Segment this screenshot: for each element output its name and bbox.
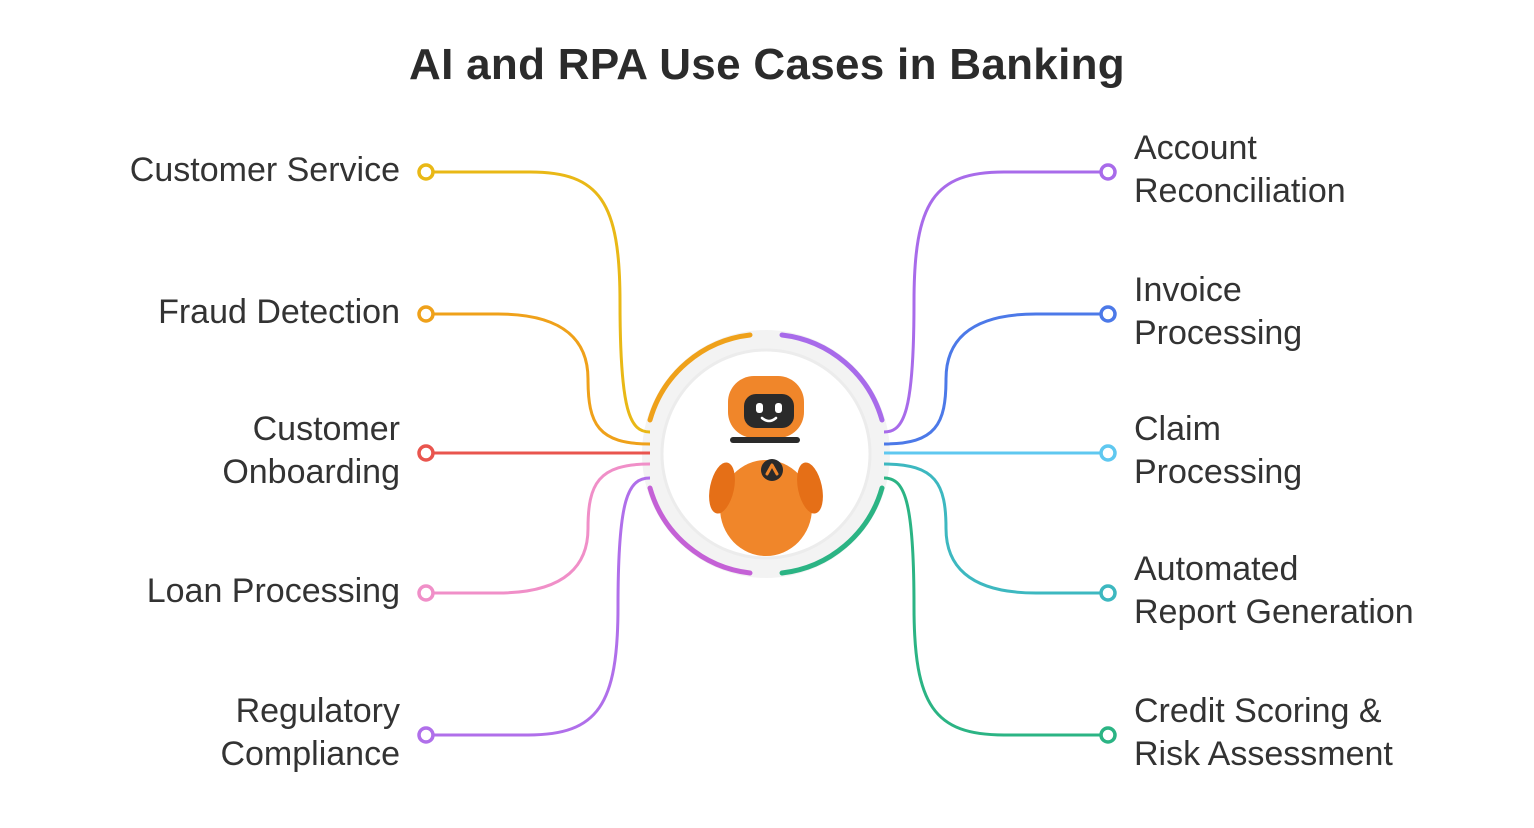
right-item-line: Automated	[1134, 550, 1299, 588]
left-node-dot-1	[417, 305, 435, 323]
right-item-line: Report Generation	[1134, 593, 1414, 631]
hub-arc-green	[779, 485, 885, 576]
right-node-dot-0	[1099, 163, 1117, 181]
right-node-dot-2	[1099, 444, 1117, 462]
left-node-dot-2	[417, 444, 435, 462]
right-item-line: Credit Scoring &	[1134, 692, 1382, 730]
left-item-line: Regulatory	[235, 692, 400, 730]
left-node-dot-4	[417, 726, 435, 744]
left-item-line: Customer Service	[129, 150, 400, 189]
right-connector-4	[883, 476, 1108, 737]
hub-arc-orange	[647, 332, 753, 423]
right-item-line: Risk Assessment	[1134, 735, 1393, 773]
right-item-line: Reconciliation	[1134, 172, 1346, 210]
left-item-label-1: Fraud Detection	[20, 291, 400, 334]
left-connector-1	[426, 312, 651, 446]
right-connector-0	[883, 170, 1108, 434]
right-item-line: Account	[1134, 129, 1257, 167]
right-item-line: Invoice	[1134, 271, 1242, 309]
left-item-line: Compliance	[220, 735, 400, 773]
left-connector-4	[426, 476, 651, 737]
left-item-label-0: Customer Service	[20, 149, 400, 192]
right-node-dot-4	[1099, 726, 1117, 744]
left-node-dot-0	[417, 163, 435, 181]
left-item-line: Fraud Detection	[158, 292, 400, 331]
right-item-line: Processing	[1134, 453, 1303, 491]
right-connector-1	[883, 312, 1108, 446]
right-item-line: Claim	[1134, 410, 1221, 448]
left-node-dot-3	[417, 584, 435, 602]
left-connector-0	[426, 170, 651, 434]
right-item-line: Processing	[1134, 314, 1303, 352]
left-item-line: Loan Processing	[146, 571, 400, 610]
left-item-label-3: Loan Processing	[20, 570, 400, 613]
hub-arc-purple	[779, 332, 885, 423]
right-node-dot-1	[1099, 305, 1117, 323]
left-item-line: Onboarding	[222, 453, 400, 491]
robot-mascot-icon	[709, 376, 823, 556]
right-connector-3	[883, 462, 1108, 595]
right-item-label-4: Credit Scoring & Risk Assessment	[1134, 690, 1514, 776]
hub-arc-magenta	[647, 485, 753, 576]
left-item-line: Customer	[252, 410, 400, 448]
diagram-title: AI and RPA Use Cases in Banking	[409, 40, 1125, 89]
left-connector-3	[426, 462, 651, 595]
right-node-dot-3	[1099, 584, 1117, 602]
